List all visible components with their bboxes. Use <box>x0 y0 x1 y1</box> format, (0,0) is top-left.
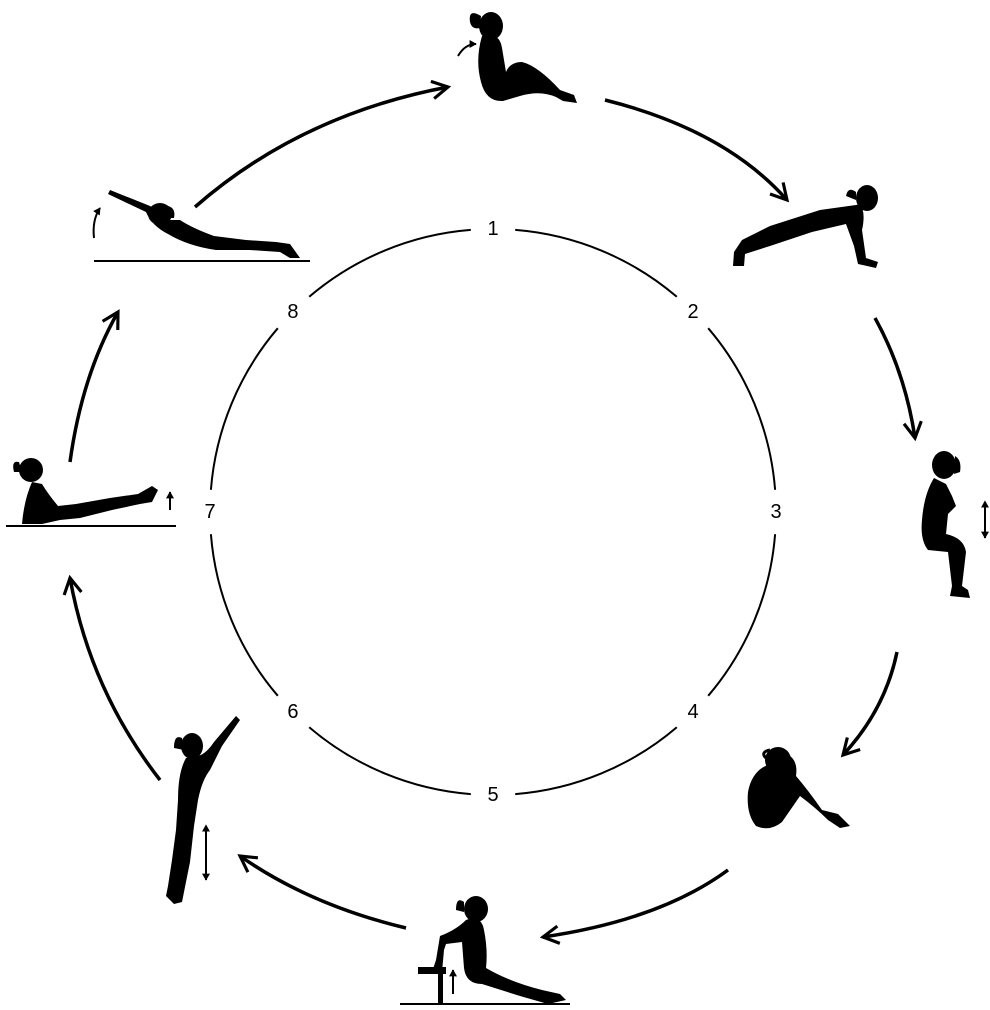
sit-up-icon <box>458 12 577 103</box>
leg-raise-icon <box>6 458 176 526</box>
arrow-1-to-2 <box>605 100 787 200</box>
station-number-4: 4 <box>688 701 699 723</box>
station-number-7: 7 <box>204 501 215 523</box>
knee-tuck-icon <box>748 747 850 828</box>
arrow-2-to-3 <box>875 318 915 438</box>
inner-circle-arc <box>309 727 471 794</box>
inner-circle-arc <box>708 328 775 490</box>
inner-circle-arc <box>211 534 278 696</box>
station-number-8: 8 <box>287 301 298 323</box>
arrow-3-to-4 <box>843 652 897 755</box>
station-number-3: 3 <box>770 501 781 523</box>
push-up-icon <box>733 185 878 268</box>
inner-circle-arc <box>515 230 677 297</box>
station-number-1: 1 <box>487 218 498 240</box>
inner-circle-arc <box>515 727 677 794</box>
arrow-6-to-7 <box>70 578 160 780</box>
wall-squat-icon <box>922 451 985 598</box>
bench-dip-icon <box>400 896 570 1004</box>
rotation-cue-icon <box>458 44 476 56</box>
arrow-5-to-6 <box>240 856 406 928</box>
inner-circle-arc <box>708 534 775 696</box>
inner-circle-arc <box>211 328 278 490</box>
heel-raise-icon <box>166 716 240 904</box>
lift-cue-icon <box>94 208 100 238</box>
station-numbers: 1 2 3 4 5 6 7 8 <box>204 218 781 806</box>
station-number-2: 2 <box>688 301 699 323</box>
station-number-6: 6 <box>287 701 298 723</box>
arrow-7-to-8 <box>70 312 118 462</box>
station-number-5: 5 <box>487 784 498 806</box>
inner-circle-arc <box>309 230 471 297</box>
arrow-8-to-1 <box>195 87 448 207</box>
arrow-4-to-5 <box>543 870 728 937</box>
